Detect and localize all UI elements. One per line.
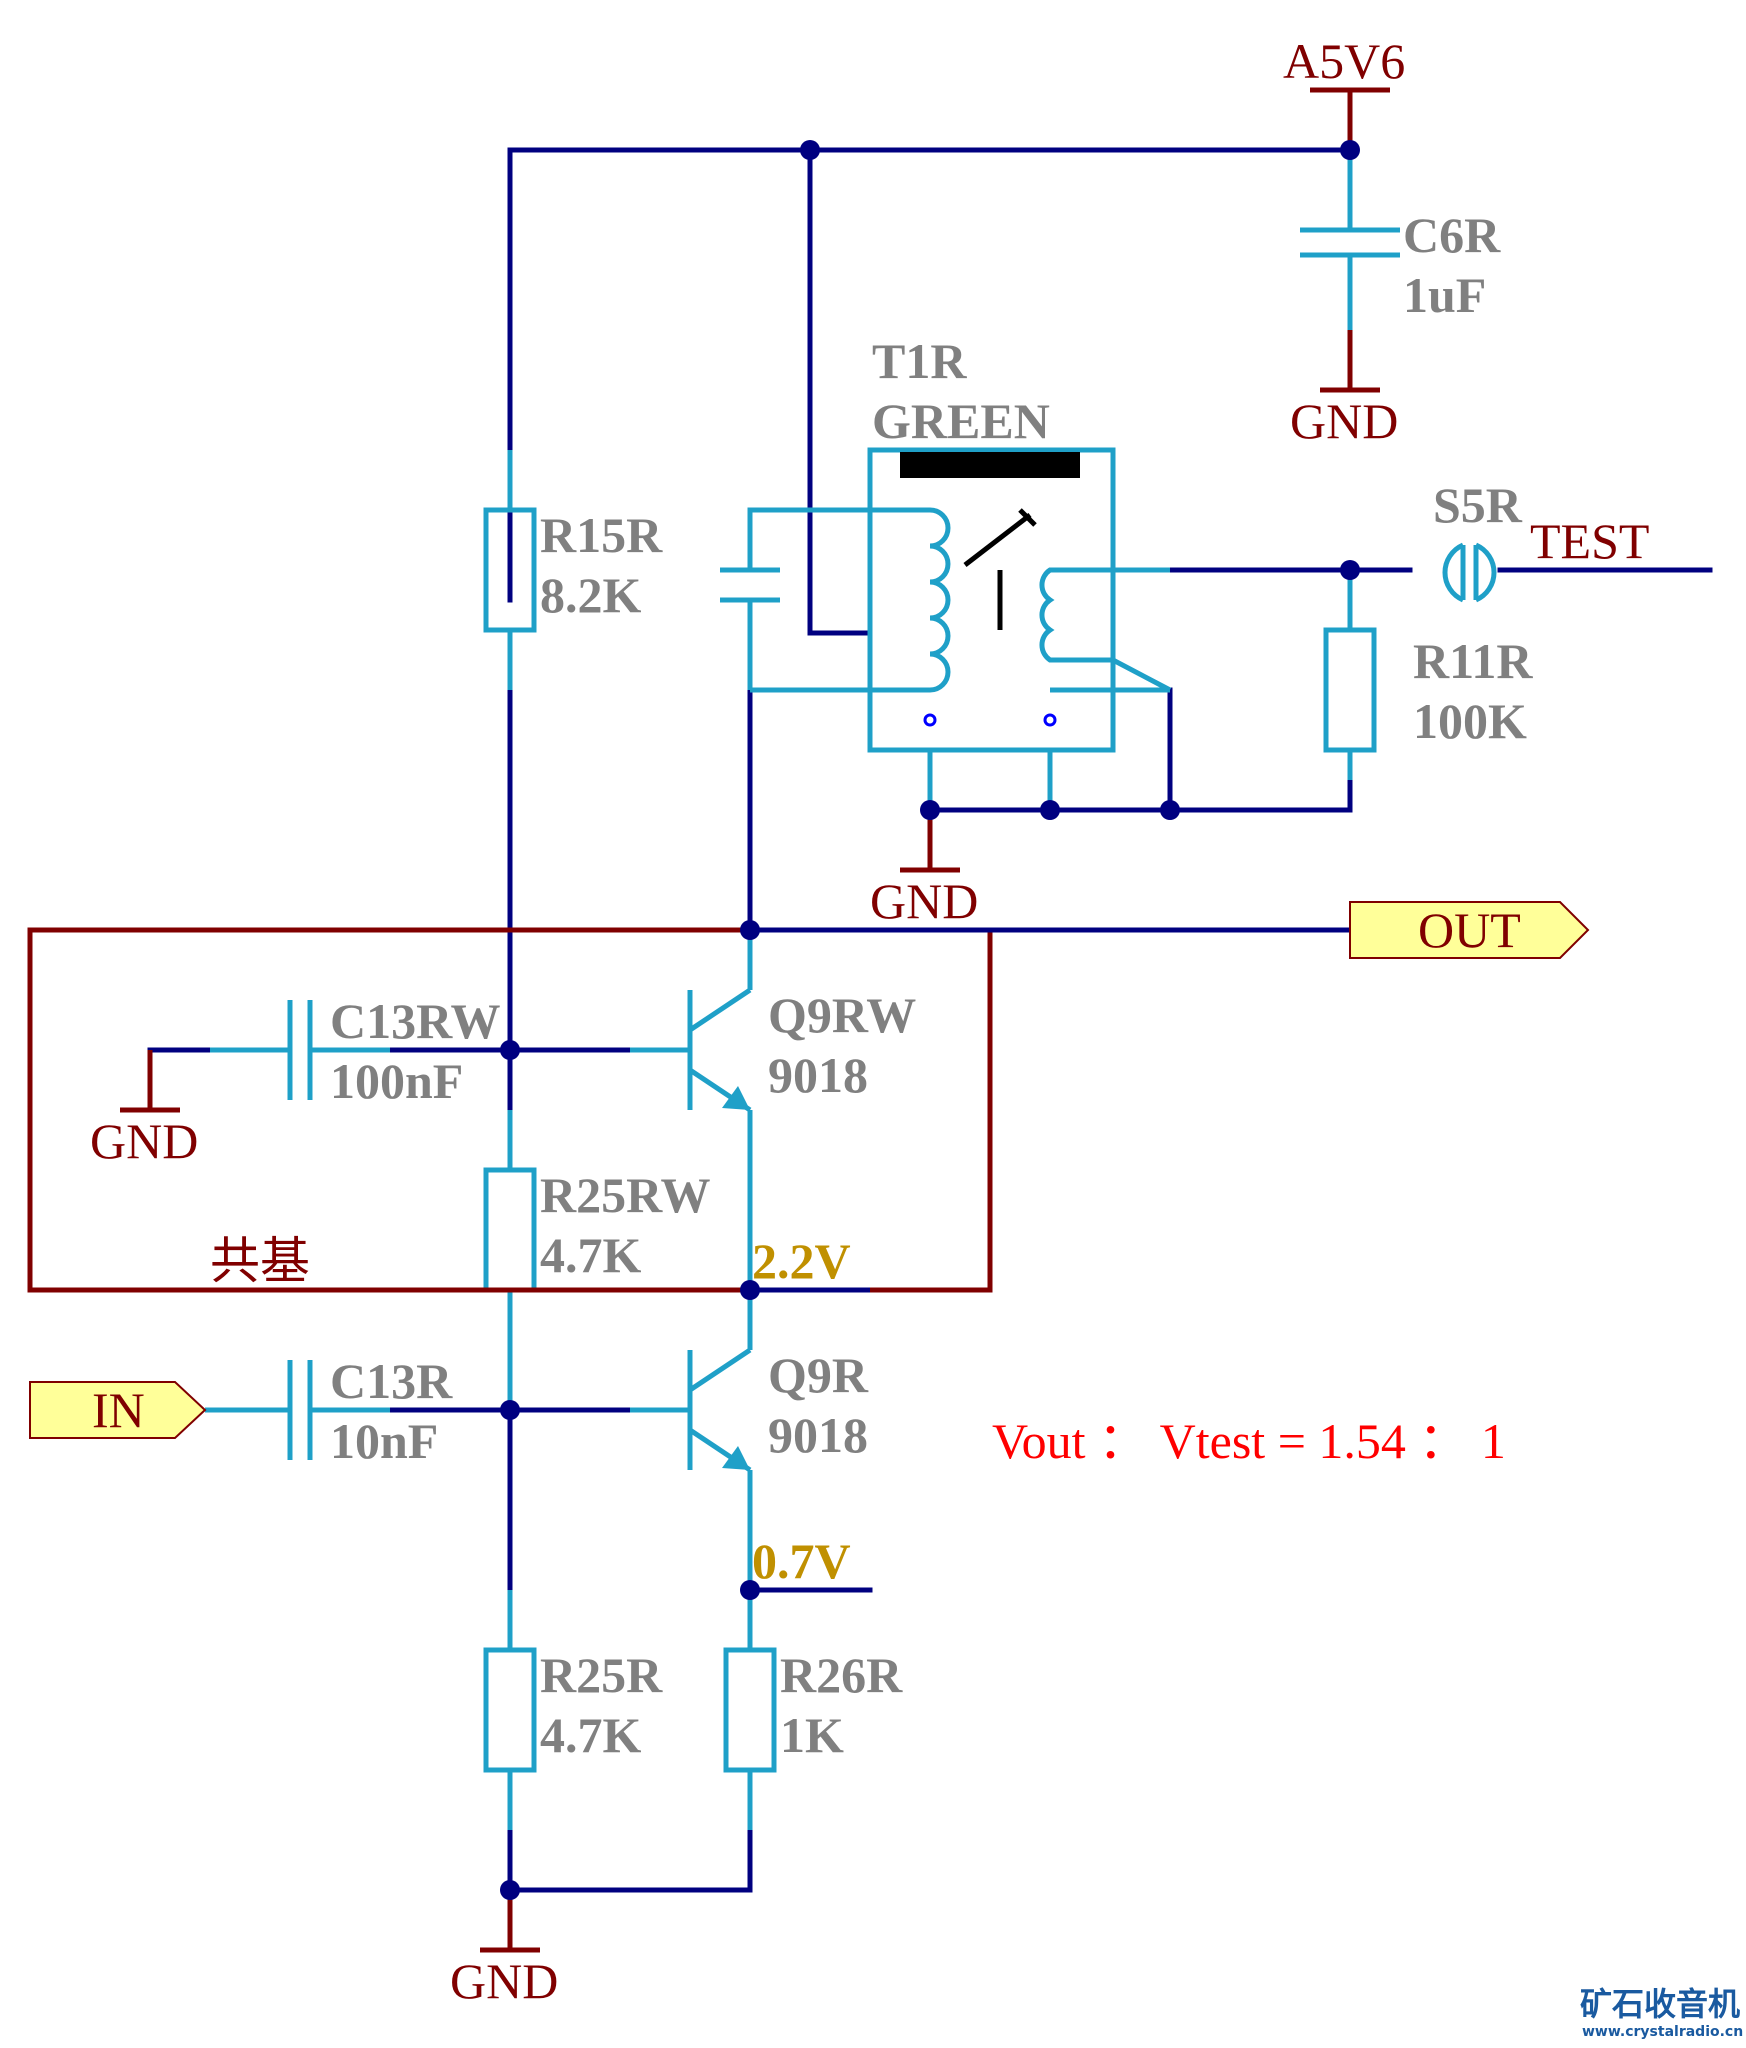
- gnd-t1r-label: GND: [870, 873, 978, 929]
- gnd-c6r-label: GND: [1290, 393, 1398, 449]
- component-shapes: [205, 150, 1497, 1830]
- in-port-label: IN: [92, 1382, 145, 1438]
- q9rw-value: 9018: [768, 1047, 868, 1103]
- r15r-ref: R15R: [540, 507, 663, 563]
- r11r-ref: R11R: [1413, 633, 1533, 689]
- r25rw-body: [483, 1167, 537, 1293]
- t1r-tuning-arrow-head: [1018, 508, 1037, 527]
- junction-gnd-bus-right: [1160, 800, 1180, 820]
- s5r-left-half: [1442, 542, 1465, 603]
- out-port-shape: [1349, 901, 1590, 959]
- t1r-body: [867, 447, 1116, 753]
- q9r-emitter-arrow: [722, 1446, 750, 1470]
- t1r-secondary-coil: [1039, 567, 1172, 693]
- r25r-value: 4.7K: [540, 1707, 642, 1763]
- junctions: [500, 140, 1360, 1900]
- junction-gnd-bus-left: [920, 800, 940, 820]
- r11r-value: 100K: [1413, 693, 1527, 749]
- junction-test: [1340, 560, 1360, 580]
- wire-rail-to-tap: [807, 147, 873, 636]
- c13r-value: 10nF: [330, 1413, 438, 1469]
- junction-q9rw-emitter: [740, 1280, 760, 1300]
- gnd-bottom-label: GND: [450, 1953, 558, 2009]
- t1r-dot-secondary: [1043, 713, 1057, 727]
- c6r-ref: C6R: [1403, 207, 1501, 263]
- junction-rail-c6r: [1340, 140, 1360, 160]
- r15r-value: 8.2K: [540, 567, 642, 623]
- r11r-body: [1323, 627, 1377, 753]
- junction-q9r-base: [500, 1400, 520, 1420]
- junction-gnd-bus-mid: [1040, 800, 1060, 820]
- in-port: IN: [29, 1381, 207, 1439]
- t1r-dot-primary: [923, 713, 937, 727]
- c13rw-value: 100nF: [330, 1053, 463, 1109]
- c6r-value: 1uF: [1403, 267, 1486, 323]
- r26r-ref: R26R: [780, 1647, 903, 1703]
- wire-c13rw-gnd: [147, 1047, 213, 1113]
- junction-rail-tap: [800, 140, 820, 160]
- junction-q9r-emitter: [740, 1580, 760, 1600]
- q9rw-emitter-voltage: 2.2V: [752, 1233, 851, 1289]
- junction-out: [740, 920, 760, 940]
- r26r-body: [723, 1647, 777, 1773]
- r25r-ref: R25R: [540, 1647, 663, 1703]
- ratio-note: Vout ： Vtest = 1.54 ： 1: [992, 1413, 1506, 1469]
- watermark-title: 矿石收音机: [1580, 1985, 1740, 2023]
- q9rw-ref: Q9RW: [768, 987, 916, 1043]
- q9r-value: 9018: [768, 1407, 868, 1463]
- out-port: OUT: [1349, 901, 1590, 959]
- gnd-c13rw-label: GND: [90, 1113, 198, 1169]
- r25rw-value: 4.7K: [540, 1227, 642, 1283]
- test-net-label: TEST: [1530, 513, 1649, 569]
- q9r-emitter-voltage: 0.7V: [752, 1533, 851, 1589]
- t1r-value: GREEN: [872, 393, 1050, 449]
- watermark-url: www.crystalradio.cn: [1582, 2024, 1743, 2040]
- q9r-collector: [688, 1347, 752, 1393]
- wire-gnd-bus: [927, 777, 1353, 813]
- junction-q9rw-base: [500, 1040, 520, 1060]
- q9rw-emitter-arrow: [722, 1086, 750, 1110]
- wire-bottom-return: [507, 1827, 753, 1893]
- common-base-box: [27, 927, 993, 1293]
- s5r-ref: S5R: [1433, 477, 1523, 533]
- vcc-label: A5V6: [1283, 33, 1405, 89]
- in-port-shape: [29, 1381, 207, 1439]
- s5r-right-half: [1474, 542, 1497, 603]
- r25rw-ref: R25RW: [540, 1167, 710, 1223]
- junction-bottom: [500, 1880, 520, 1900]
- r26r-value: 1K: [780, 1707, 844, 1763]
- q9rw-collector: [688, 987, 752, 1033]
- c13rw-ref: C13RW: [330, 993, 500, 1049]
- q9r-ref: Q9R: [768, 1347, 869, 1403]
- r25r-body: [483, 1647, 537, 1773]
- t1r-tuning-arrow: [963, 513, 1032, 567]
- t1r-primary-coil: [870, 507, 951, 693]
- t1r-ref: T1R: [872, 333, 967, 389]
- t1r-cap-lead-top: [747, 507, 870, 570]
- common-base-label: 共基: [210, 1233, 310, 1289]
- c13r-ref: C13R: [330, 1353, 453, 1409]
- out-port-label: OUT: [1418, 902, 1521, 958]
- t1r-core-bar: [900, 452, 1080, 478]
